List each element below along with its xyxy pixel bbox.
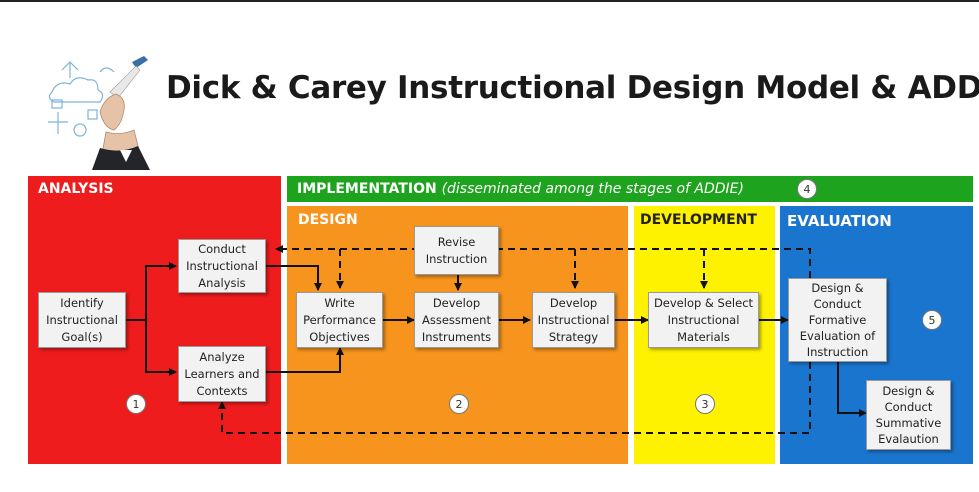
arrow-analysis-to-objectives [266,266,318,290]
write-objectives-box: Write Performance Objectives [296,292,383,348]
revise-instruction-box: Revise Instruction [414,226,499,275]
arrow-goal-to-learners [146,320,176,372]
analyze-learners-box: Analyze Learners and Contexts [178,346,266,402]
develop-assessment-box: Develop Assessment Instruments [414,292,499,348]
identify-goals-box: Identify Instructional Goal(s) [38,292,126,348]
formative-evaluation-box: Design & Conduct Formative Evaluation of… [788,278,887,362]
analysis-number-badge: 1 [126,394,146,414]
development-number-badge: 3 [695,394,715,414]
summative-evaluation-box: Design & Conduct Summative Evalaution [866,380,951,450]
arrow-learners-to-objectives [266,348,340,372]
evaluation-number-badge: 5 [922,310,942,330]
develop-materials-box: Develop & Select Instructional Materials [648,292,759,348]
arrow-formative-to-summative [838,360,866,413]
develop-strategy-box: Develop Instructional Strategy [532,292,615,348]
design-number-badge: 2 [449,394,469,414]
feedback-revise-loop [276,249,810,278]
conduct-analysis-box: Conduct Instructional Analysis [178,239,266,293]
arrow-goal-to-analysis [126,266,176,320]
